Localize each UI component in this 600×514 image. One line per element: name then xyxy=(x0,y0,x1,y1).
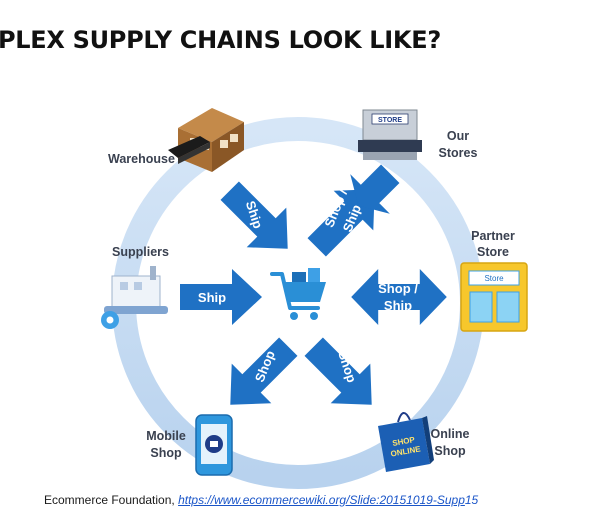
arrow-suppliers-label: Ship xyxy=(198,290,226,305)
node-our-stores-label-2: Stores xyxy=(439,146,478,160)
factory-icon xyxy=(101,266,168,329)
partner-store-sign: Store xyxy=(484,274,504,283)
footer-source-link[interactable]: https://www.ecommercewiki.org/Slide:2015… xyxy=(178,493,465,507)
node-our-stores-label-1: Our xyxy=(447,129,469,143)
shopping-bag-icon: SHOP ONLINE xyxy=(378,412,434,472)
storefront-icon: STORE xyxy=(358,109,422,160)
arrow-partner-shop-ship xyxy=(351,269,447,325)
node-mobile-shop-label-1: Mobile xyxy=(146,429,186,443)
node-partner-store-label-1: Partner xyxy=(471,229,515,243)
arrow-partner-label-1: Shop / xyxy=(378,281,418,296)
shopping-cart-icon xyxy=(270,268,326,320)
node-online-shop-label-2: Shop xyxy=(434,444,466,458)
node-warehouse-label: Warehouse xyxy=(108,152,175,166)
footer-page-number: 15 xyxy=(464,493,479,507)
page-title: PLEX SUPPLY CHAINS LOOK LIKE? xyxy=(0,26,441,54)
node-mobile-shop-label-2: Shop xyxy=(150,446,182,460)
node-online-shop-label-1: Online xyxy=(431,427,470,441)
store-sign: STORE xyxy=(378,117,402,124)
shopping-bag-text-1: SHOP xyxy=(392,435,417,448)
footer-source-text: Ecommerce Foundation, xyxy=(44,493,179,507)
node-partner-store-label-2: Store xyxy=(477,245,509,259)
node-suppliers-label: Suppliers xyxy=(112,245,169,259)
partner-store-icon: Store xyxy=(460,262,528,332)
arrow-partner-label-2: Ship xyxy=(384,298,412,313)
smartphone-icon xyxy=(195,414,233,476)
footer-source: Ecommerce Foundation, https://www.ecomme… xyxy=(44,493,478,507)
warehouse-icon xyxy=(168,108,244,172)
